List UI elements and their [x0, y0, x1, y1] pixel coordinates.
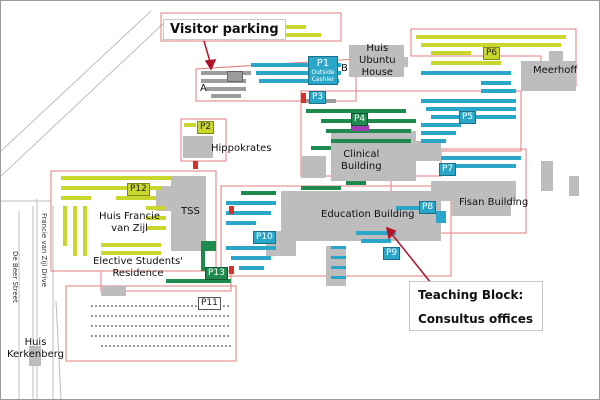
- parking-p5-badge: P5: [459, 111, 477, 124]
- parking-p4-badge: P4: [351, 113, 369, 126]
- marker-b: B: [341, 63, 348, 74]
- visitor-parking-label: Visitor parking: [170, 22, 279, 37]
- label-fisan-building: Fisan Building: [459, 197, 529, 208]
- label-huis-francie-van-zijl: Huis Francie van Zijl: [99, 211, 161, 234]
- parking-p3-badge: P3: [309, 91, 327, 104]
- parking-p10-badge: P10: [253, 231, 276, 244]
- label-education-building: Education Building: [321, 209, 415, 220]
- parking-p1-badge: P1 Outside Cashier: [308, 56, 338, 85]
- callout-arrows: [203, 40, 432, 284]
- parking-stalls-p11: [91, 305, 231, 347]
- visitor-parking-callout: Visitor parking: [163, 19, 286, 40]
- teaching-block-callout: Teaching Block: Consultus offices: [409, 281, 543, 331]
- consultus-offices-label: Consultus offices: [418, 312, 534, 326]
- parking-p-gray-badge: [227, 71, 243, 82]
- gate-markers: [193, 93, 306, 274]
- label-tss: TSS: [181, 206, 200, 217]
- parking-p12-badge: P12: [127, 183, 150, 196]
- label-clinical-building: Clinical Building: [341, 149, 382, 172]
- label-hippokrates: Hippokrates: [211, 143, 272, 154]
- teaching-block-label: Teaching Block:: [418, 288, 524, 302]
- parking-p2-badge: P2: [197, 121, 215, 134]
- parking-p8-badge: P8: [419, 201, 437, 214]
- label-elective-residence: Elective Students' Residence: [93, 256, 184, 279]
- label-meerhoff: Meerhoff: [533, 65, 578, 76]
- parking-p9-badge: P9: [383, 247, 401, 260]
- parking-p13-badge: P13: [205, 267, 228, 280]
- parking-stalls-purple: [351, 125, 369, 131]
- marker-a: A: [200, 83, 207, 94]
- parking-p6-badge: P6: [483, 47, 501, 60]
- label-huis-kerkenberg: Huis Kerkenberg: [7, 337, 65, 360]
- street-francie-van-zijl-drive: Francie van Zijl Drive: [40, 213, 48, 288]
- parking-p11-badge: P11: [198, 297, 221, 310]
- road-network: [1, 10, 167, 399]
- street-de-beer: De Beer Street: [11, 251, 19, 303]
- parking-p7-badge: P7: [439, 163, 457, 176]
- label-huis-ubuntu-house: Huis Ubuntu House: [359, 43, 396, 78]
